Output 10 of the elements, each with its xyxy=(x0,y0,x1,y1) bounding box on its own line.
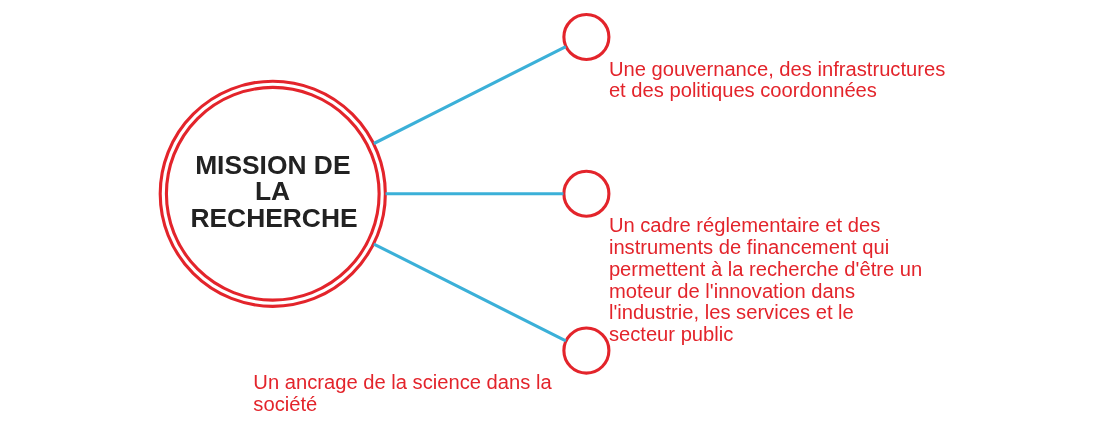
node-label: Une gouvernance, des infrastructures et des politiques coordonnées xyxy=(608,57,946,102)
node-label: Un ancrage de la science dans la société xyxy=(253,371,552,415)
connector xyxy=(373,45,567,145)
node-circle xyxy=(562,169,611,218)
node-circle xyxy=(562,326,611,375)
node-circle xyxy=(562,12,611,62)
connector xyxy=(373,242,567,343)
node-circle: MISSION DE LA RECHERCHE xyxy=(158,79,387,308)
node-label: Un cadre réglementaire et des instruments de financement qui permettent à la recherche d'être un moteur de l'innovation dans l'industrie, les services et le secteur public xyxy=(608,214,923,346)
connector xyxy=(385,192,564,196)
